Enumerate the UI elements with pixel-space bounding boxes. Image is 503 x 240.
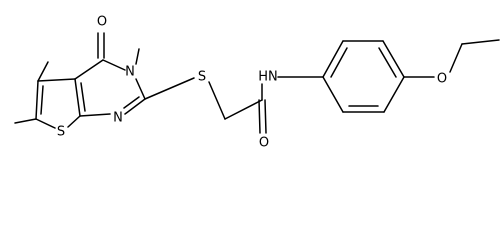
atom-nh-amide: HN	[258, 70, 278, 85]
bond-ar4	[383, 76, 405, 113]
bonds	[14, 32, 500, 134]
bond-ch2-co	[224, 99, 263, 120]
atom-o-ether: O	[437, 72, 447, 87]
atom-o-carbonyl-ring: O	[97, 15, 107, 30]
bond-c2-n1	[124, 98, 146, 115]
bond-ar3-double	[378, 47, 397, 78]
atom-s-thioether: S	[198, 70, 206, 85]
bond-c7a-c4a-double	[80, 82, 86, 112]
bond-methyl5	[37, 61, 49, 82]
bond-c6-s7	[35, 118, 56, 129]
atom-o-amide: O	[259, 136, 269, 151]
bond-ar6	[322, 76, 344, 113]
bond-n3-c2	[135, 78, 146, 100]
bond-ar1	[322, 40, 344, 78]
bond-ar1-double	[330, 47, 348, 78]
atom-s-thiophene: S	[57, 125, 65, 140]
bond-c2-n1-double	[123, 96, 140, 109]
bond-c5-c6	[35, 80, 39, 120]
bond-s-ch2	[208, 81, 226, 120]
bond-c4-n3	[102, 59, 126, 71]
atom-n-ring: N	[113, 111, 123, 126]
bond-c7a-c4a	[74, 78, 81, 117]
atom-labels: O N N S S HN O O	[57, 15, 447, 151]
bond-co-o-double	[264, 99, 267, 134]
bond-n1-c7a	[79, 113, 111, 117]
molecule-diagram: O N N S S HN O O	[14, 15, 500, 151]
atom-n-ring-methyl: N	[125, 65, 135, 80]
bond-ar3	[382, 40, 405, 78]
bond-ch2-ch3	[461, 39, 500, 45]
bond-c4a-c4	[74, 59, 104, 80]
bond-c5-c6-double	[40, 85, 44, 115]
bond-n3-methyl	[135, 48, 140, 65]
bond-o-ch2	[449, 43, 463, 73]
bond-methyl6	[14, 118, 37, 124]
bond-co-o	[258, 99, 261, 134]
bond-c2-s	[144, 77, 195, 100]
bond-s7-c7a	[67, 115, 81, 128]
bond-c4a-c5	[37, 78, 76, 82]
